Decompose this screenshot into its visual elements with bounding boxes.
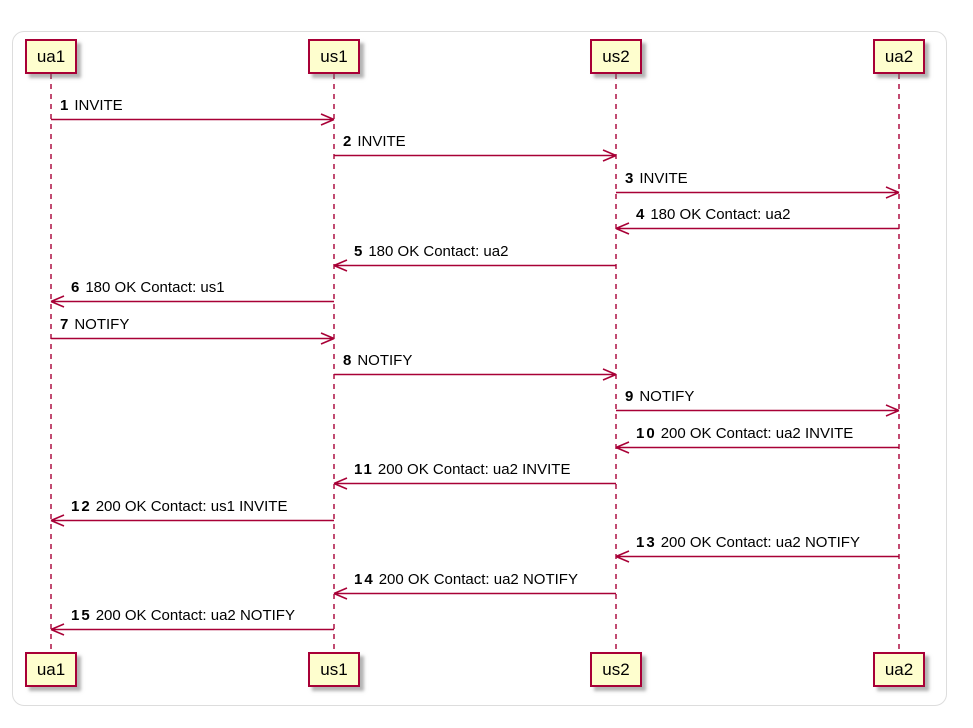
participant-label: ua2 (884, 46, 914, 66)
message-number: 9 (625, 387, 636, 405)
message-text: 180 OK Contact: ua2 (650, 205, 791, 223)
message-number: 13 (636, 533, 657, 551)
participant-box-top-us2: us2 (590, 39, 642, 74)
participant-label: us1 (320, 659, 348, 679)
message-number: 5 (354, 242, 365, 260)
message-number: 1 (60, 96, 71, 114)
message-arrow-4 (615, 222, 899, 235)
participant-label: ua1 (36, 46, 66, 66)
message-arrow-5 (333, 259, 616, 272)
message-arrow-15 (50, 623, 334, 636)
message-text: 200 OK Contact: us1 INVITE (95, 497, 288, 515)
participant-label: us2 (602, 46, 630, 66)
message-arrow-7 (51, 332, 335, 345)
message-arrow-1 (51, 113, 335, 126)
message-number: 11 (354, 460, 374, 478)
message-text: 180 OK Contact: ua2 (368, 242, 509, 260)
message-text: NOTIFY (357, 351, 413, 369)
message-text: INVITE (639, 169, 688, 187)
message-arrow-2 (334, 149, 617, 162)
message-text: NOTIFY (74, 315, 130, 333)
participant-box-top-ua2: ua2 (873, 39, 925, 74)
participant-box-bottom-ua2: ua2 (873, 652, 925, 687)
message-text: 200 OK Contact: ua2 INVITE (660, 424, 854, 442)
message-text: 200 OK Contact: ua2 NOTIFY (95, 606, 295, 624)
message-arrow-10 (615, 441, 899, 454)
participant-box-top-us1: us1 (308, 39, 360, 74)
message-text: 200 OK Contact: ua2 NOTIFY (660, 533, 860, 551)
message-arrow-11 (333, 477, 616, 490)
message-text: 200 OK Contact: ua2 NOTIFY (378, 570, 578, 588)
message-arrow-6 (50, 295, 334, 308)
message-text: NOTIFY (639, 387, 695, 405)
participant-label: us2 (602, 659, 630, 679)
message-arrow-9 (616, 404, 900, 417)
message-number: 14 (354, 570, 375, 588)
participant-box-top-ua1: ua1 (25, 39, 77, 74)
message-number: 8 (343, 351, 354, 369)
participant-box-bottom-us2: us2 (590, 652, 642, 687)
message-arrow-8 (334, 368, 617, 381)
message-text: INVITE (74, 96, 123, 114)
participant-box-bottom-ua1: ua1 (25, 652, 77, 687)
message-number: 2 (343, 132, 354, 150)
message-arrow-13 (615, 550, 899, 563)
message-number: 15 (71, 606, 92, 624)
message-number: 12 (71, 497, 92, 515)
message-arrow-12 (50, 514, 334, 527)
message-number: 6 (71, 278, 82, 296)
participant-box-bottom-us1: us1 (308, 652, 360, 687)
participant-label: us1 (320, 46, 348, 66)
message-arrow-14 (333, 587, 616, 600)
message-text: 200 OK Contact: ua2 INVITE (377, 460, 571, 478)
message-number: 7 (60, 315, 71, 333)
participant-label: ua1 (36, 659, 66, 679)
message-arrow-3 (616, 186, 900, 199)
participant-label: ua2 (884, 659, 914, 679)
message-text: 180 OK Contact: us1 (85, 278, 225, 296)
message-text: INVITE (357, 132, 406, 150)
message-number: 4 (636, 205, 647, 223)
message-number: 10 (636, 424, 657, 442)
message-number: 3 (625, 169, 636, 187)
